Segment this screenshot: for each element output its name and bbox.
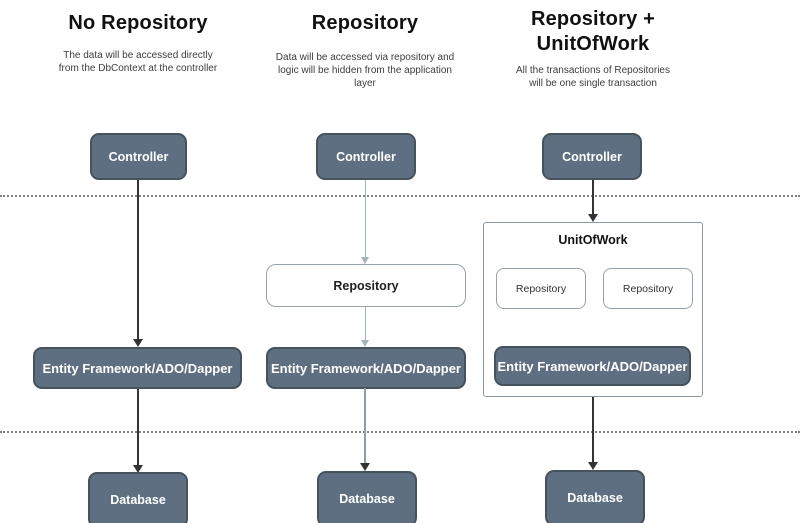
database-node: Database xyxy=(545,470,645,523)
repository-node: Repository xyxy=(266,264,466,307)
controller-node: Controller xyxy=(542,133,642,180)
arrow-repository-to-entity xyxy=(360,307,370,347)
column-subtitle-no-repository: The data will be accessed directly from … xyxy=(58,50,218,74)
arrow-shaft xyxy=(137,180,139,341)
arrow-unitofwork-to-database xyxy=(588,397,598,470)
unitofwork-container: UnitOfWork Repository Repository Entity … xyxy=(483,222,703,397)
unitofwork-title: UnitOfWork xyxy=(558,233,628,247)
arrow-shaft xyxy=(592,397,594,464)
entity-framework-node: Entity Framework/ADO/Dapper xyxy=(266,347,466,389)
entity-framework-node: Entity Framework/ADO/Dapper xyxy=(494,346,691,386)
arrow-shaft xyxy=(364,307,366,342)
arrowhead-down-icon xyxy=(133,465,143,473)
arrowhead-down-icon xyxy=(133,339,143,347)
column-subtitle-repository: Data will be accessed via repository and… xyxy=(275,52,455,89)
arrowhead-down-icon xyxy=(361,257,369,264)
arrow-controller-to-entity xyxy=(133,180,143,347)
layer-separator-bottom xyxy=(0,431,800,433)
arrow-controller-to-unitofwork xyxy=(588,180,598,222)
database-node: Database xyxy=(317,471,417,523)
database-node: Database xyxy=(88,472,188,523)
layer-separator-top xyxy=(0,195,800,197)
arrow-shaft xyxy=(592,180,594,216)
controller-node: Controller xyxy=(316,133,416,180)
arrow-shaft xyxy=(364,388,366,465)
arrow-entity-to-database xyxy=(360,388,370,471)
arrow-entity-to-database xyxy=(133,389,143,473)
entity-framework-node: Entity Framework/ADO/Dapper xyxy=(33,347,242,389)
arrowhead-down-icon xyxy=(360,463,370,471)
arrowhead-down-icon xyxy=(588,462,598,470)
arrowhead-down-icon xyxy=(361,340,369,347)
arrow-shaft xyxy=(364,180,366,259)
arrowhead-down-icon xyxy=(588,214,598,222)
arrow-shaft xyxy=(137,389,139,467)
repository-node-right: Repository xyxy=(603,268,693,309)
column-title-no-repository: No Repository xyxy=(68,12,208,34)
column-title-repository-unitofwork: Repository + UnitOfWork xyxy=(530,8,656,55)
column-subtitle-repository-unitofwork: All the transactions of Repositories wil… xyxy=(516,65,670,89)
repository-node-left: Repository xyxy=(496,268,586,309)
controller-node: Controller xyxy=(90,133,187,180)
column-title-repository: Repository xyxy=(311,12,419,34)
arrow-controller-to-repository xyxy=(360,180,370,264)
